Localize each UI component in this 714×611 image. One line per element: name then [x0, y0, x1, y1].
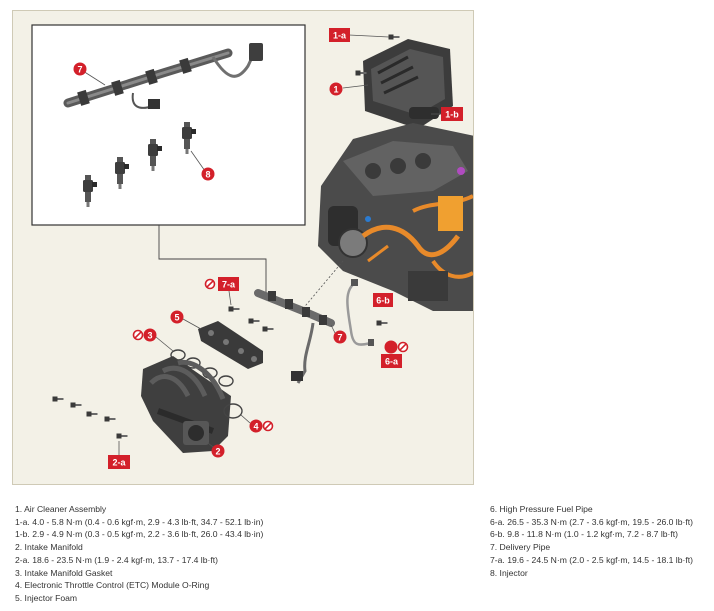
callout-7-inset-label: 7 — [77, 65, 82, 75]
callout-7a-label: 7-a — [222, 280, 236, 290]
bolt-2a — [104, 416, 116, 422]
callout-6a — [381, 354, 402, 368]
callout-5 — [170, 310, 184, 324]
legend-item: 7. Delivery Pipe — [490, 542, 551, 553]
bolt-7a — [228, 306, 240, 312]
callout-7-inset — [73, 62, 87, 76]
legend-item: 6-b. 9.8 - 11.8 N·m (1.0 - 1.2 kgf·m, 7.… — [490, 529, 679, 540]
callout-3-label: 3 — [147, 331, 152, 341]
bolt-2a — [86, 411, 98, 417]
legend-left: 1. Air Cleaner Assembly 1-a. 4.0 - 5.8 N… — [15, 503, 263, 605]
callout-2-label: 2 — [215, 447, 220, 457]
callout-1b-label: 1-b — [445, 110, 459, 120]
legend-right: 6. High Pressure Fuel Pipe 6-a. 26.5 - 3… — [490, 503, 693, 579]
callout-2a-label: 2-a — [112, 458, 126, 468]
callout-4-label: 4 — [253, 422, 258, 432]
prohibit-reuse-icon — [397, 341, 409, 353]
air-cleaner-assembly — [363, 39, 453, 129]
inset-box: 7 8 — [31, 24, 306, 226]
bolt-2a — [52, 396, 64, 402]
callout-3 — [143, 328, 157, 342]
callout-1b — [441, 107, 463, 121]
legend-item: 2-a. 18.6 - 23.5 N·m (1.9 - 2.4 kgf·m, 1… — [15, 554, 218, 565]
callout-6b — [373, 293, 393, 307]
callout-1-label: 1 — [333, 85, 338, 95]
bolt-7a — [262, 326, 274, 332]
etc-module-o-ring — [223, 403, 243, 419]
bolt-7a — [248, 318, 260, 324]
injector-foam — [198, 321, 263, 369]
bolt-2a — [70, 402, 82, 408]
prohibit-reuse-icon — [262, 420, 274, 432]
prohibit-reuse-icon — [132, 329, 144, 341]
callout-6a-label: 6-a — [385, 357, 399, 367]
callout-8 — [201, 167, 215, 181]
callout-1 — [329, 82, 343, 96]
callout-7 — [333, 330, 347, 344]
delivery-pipe — [254, 289, 335, 384]
legend-item: 8. Injector — [490, 567, 528, 578]
legend-item: 1-a. 4.0 - 5.8 N·m (0.4 - 0.6 kgf·m, 2.9… — [15, 516, 264, 527]
legend-item: 1. Air Cleaner Assembly — [15, 504, 107, 514]
callout-1a-label: 1-a — [333, 31, 347, 41]
legend-item: 6-a. 26.5 - 35.3 N·m (2.7 - 3.6 kgf·m, 1… — [490, 516, 693, 527]
legend-item: 4. Electronic Throttle Control (ETC) Mod… — [15, 580, 210, 591]
high-pressure-fuel-pipe — [346, 279, 374, 346]
callout-6b-label: 6-b — [376, 296, 390, 306]
callout-7-label: 7 — [337, 333, 342, 343]
callout-4 — [249, 419, 263, 433]
exploded-diagram: 7 8 1-a 1 1-b — [12, 10, 474, 485]
callout-7a — [218, 277, 239, 291]
bolt-1a — [388, 34, 400, 40]
callout-2 — [211, 444, 225, 458]
engine-assembly — [318, 123, 473, 311]
callout-5-label: 5 — [174, 313, 179, 323]
callout-2a — [108, 455, 130, 469]
legend-item: 6. High Pressure Fuel Pipe — [490, 504, 593, 514]
legend-item: 1-b. 2.9 - 4.9 N·m (0.3 - 0.5 kgf·m, 2.2… — [15, 529, 264, 540]
callout-8-label: 8 — [205, 170, 210, 180]
legend-item: 5. Injector Foam — [15, 592, 78, 603]
callout-1a — [329, 28, 350, 42]
intake-manifold — [141, 356, 231, 453]
bolt-6b — [376, 320, 388, 326]
legend-item: 3. Intake Manifold Gasket — [15, 567, 113, 578]
legend-item: 2. Intake Manifold — [15, 542, 83, 553]
bolt-2a — [116, 433, 128, 439]
delivery-pipe-inset — [63, 43, 263, 109]
legend-item: 7-a. 19.6 - 24.5 N·m (2.0 - 2.5 kgf·m, 1… — [490, 554, 693, 565]
inset-leader-line — [158, 225, 267, 296]
prohibit-reuse-icon — [204, 278, 216, 290]
callout-6 — [384, 340, 398, 354]
